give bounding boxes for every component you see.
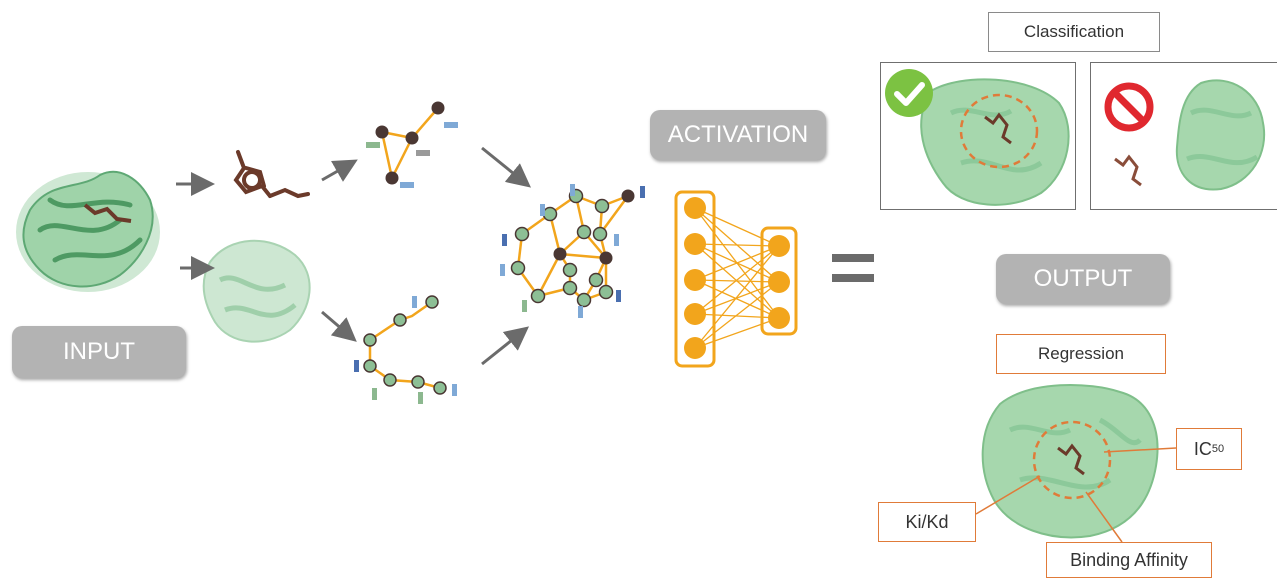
classification-positive-panel bbox=[880, 62, 1076, 210]
classification-negative-panel bbox=[1090, 62, 1277, 210]
flow-arrows bbox=[176, 146, 531, 366]
protein-surface-icon bbox=[975, 383, 1177, 543]
bound-protein-icon bbox=[920, 78, 1070, 206]
regression-label: Regression bbox=[996, 334, 1166, 374]
checkmark-icon bbox=[885, 69, 933, 117]
ligand-molecule-icon bbox=[233, 150, 310, 199]
activation-label: ACTIVATION bbox=[650, 110, 826, 160]
prohibited-icon bbox=[1104, 82, 1154, 132]
ic50-text: IC bbox=[1193, 438, 1212, 459]
graph-network-icon bbox=[354, 295, 457, 404]
unbound-protein-icon bbox=[1114, 79, 1266, 191]
equals-icon bbox=[832, 254, 874, 282]
graph-network-icon bbox=[366, 101, 458, 188]
ic50-subscript: 50 bbox=[1211, 443, 1225, 455]
input-label: INPUT bbox=[12, 326, 186, 378]
graph-network-icon bbox=[500, 184, 645, 318]
ki-kd-label: Ki/Kd bbox=[878, 502, 976, 542]
protein-structure-icon bbox=[16, 170, 160, 292]
output-label: OUTPUT bbox=[996, 254, 1170, 304]
neural-network-icon bbox=[674, 190, 798, 368]
protein-surface-icon bbox=[202, 239, 311, 343]
binding-affinity-label: Binding Affinity bbox=[1046, 542, 1212, 578]
classification-label: Classification bbox=[988, 12, 1160, 52]
